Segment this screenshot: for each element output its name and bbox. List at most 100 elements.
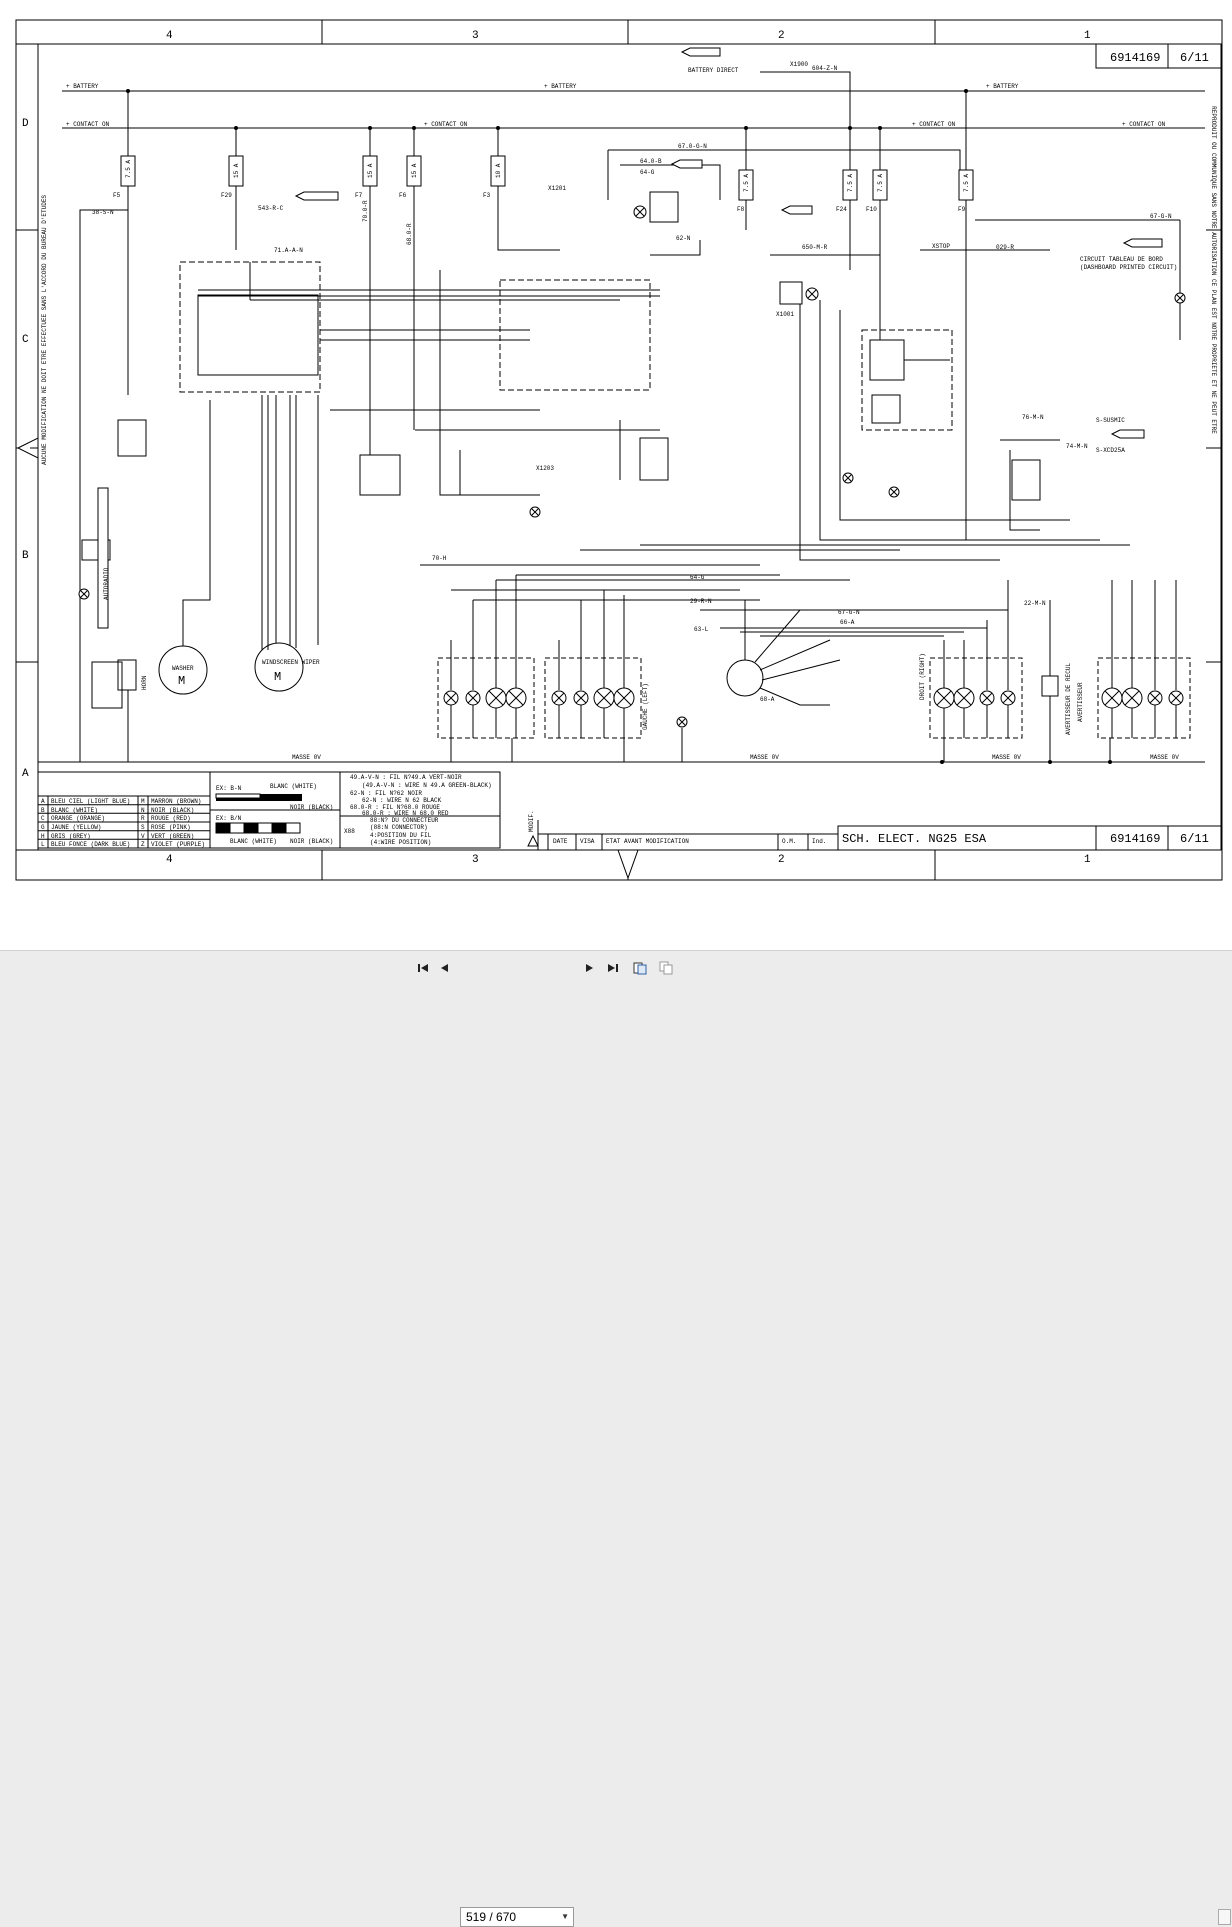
fuse-ref-f9: F9 — [958, 206, 966, 213]
col-label-3-bottom: 3 — [472, 854, 479, 866]
revision-modif: MODIF. — [528, 810, 535, 832]
next-page-icon — [586, 964, 593, 972]
legend-name-c: ORANGE (ORANGE) — [51, 815, 105, 822]
wire-label-10: 029-R — [996, 244, 1014, 251]
wire-label-6: 64.0-B — [640, 158, 662, 165]
contact-bus-label-2: + CONTACT ON — [424, 121, 468, 128]
col-label-2: 2 — [778, 30, 785, 42]
copy-icon — [659, 961, 673, 975]
col-label-2-bottom: 2 — [778, 854, 785, 866]
left-cluster-label: GAUCHE (LEFT) — [642, 683, 649, 730]
wire-label-15: 64-G — [690, 574, 705, 581]
legend-name-m: MARRON (BROWN) — [151, 798, 201, 805]
fuse-rating-f6: 15 A — [411, 163, 418, 178]
legend-name-z: VIOLET (PURPLE) — [151, 841, 205, 848]
legend-code-z: Z — [141, 841, 145, 848]
masse-label-1: MASSE 0V — [292, 754, 321, 761]
legend-example2-code: EX: B/N — [216, 815, 242, 822]
legend-name-l: BLEU FONCE (DARK BLUE) — [51, 841, 130, 848]
fuse-ref-f5: F5 — [113, 192, 121, 199]
legend-name-r: ROUGE (RED) — [151, 815, 191, 822]
connector-line-2: 4:POSITION DU FIL — [370, 832, 432, 839]
wire-label-18: 66-A — [840, 619, 855, 626]
battery-bus-label-1: + BATTERY — [66, 83, 99, 90]
side-label-0: CIRCUIT TABLEAU DE BORD — [1080, 256, 1163, 263]
legend-code-h: H — [41, 833, 45, 840]
legend-wire-line-5: 68.0-R : WIRE N 68.0 RED — [362, 810, 449, 817]
battery-direct-label: BATTERY DIRECT — [688, 67, 739, 74]
side-label-2: S-SUSMIC — [1096, 417, 1125, 424]
wire-label-17: 67-G-N — [838, 609, 860, 616]
fuse-rating-f24: 7.5 A — [847, 174, 854, 192]
legend-name-b: BLANC (WHITE) — [51, 807, 98, 814]
contact-bus-label-1: + CONTACT ON — [66, 121, 110, 128]
copy-button[interactable] — [657, 959, 675, 977]
wire-label-8: 62-N — [676, 235, 691, 242]
legend-example1-code: EX: B-N — [216, 785, 242, 792]
first-page-icon — [418, 964, 428, 972]
reverse-alarm-label: AVERTISSEUR DE RECUL — [1065, 663, 1072, 735]
legend-code-a: A — [41, 798, 45, 805]
fuse-ref-f8: F8 — [737, 206, 745, 213]
previous-page-icon — [441, 964, 448, 972]
page-selector[interactable]: ▼ — [460, 1907, 574, 1927]
legend-name-h: GRIS (GREY) — [51, 833, 91, 840]
contact-bus-label-4: + CONTACT ON — [1122, 121, 1166, 128]
revision-om: O.M. — [782, 838, 796, 845]
contact-bus-label-3: + CONTACT ON — [912, 121, 956, 128]
fuse-rating-f9: 7.5 A — [963, 174, 970, 192]
wire-label-12: 76-M-N — [1022, 414, 1044, 421]
wire-label-24: X1001 — [776, 311, 794, 318]
col-label-4: 4 — [166, 30, 173, 42]
row-label-a: A — [22, 768, 29, 780]
revision-visa: VISA — [580, 838, 595, 845]
wire-label-27: 604-Z-N — [812, 65, 838, 72]
masse-label-3: MASSE 0V — [992, 754, 1021, 761]
connector-line-3: (4:WIRE POSITION) — [370, 839, 431, 846]
sheet-number-bottom: 6/11 — [1180, 832, 1209, 846]
wire-label-14: 70-H — [432, 555, 447, 562]
legend-code-l: L — [41, 841, 45, 848]
wire-label-4: 68.0-R — [406, 223, 413, 245]
doc-number-bottom: 6914169 — [1110, 832, 1160, 846]
chevron-down-icon: ▼ — [561, 1912, 569, 1921]
fuse-rating-f7: 15 A — [367, 163, 374, 178]
last-page-button[interactable] — [604, 959, 622, 977]
previous-page-button[interactable] — [436, 959, 454, 977]
legend-example1-black: NOIR (BLACK) — [290, 804, 333, 811]
wiper-motor-symbol: M — [274, 670, 281, 684]
wire-label-19: 68-A — [760, 696, 775, 703]
autoradio-label: AUTORADIO — [103, 567, 110, 600]
fuse-ref-f10: F10 — [866, 206, 877, 213]
next-page-button[interactable] — [580, 959, 598, 977]
wire-label-23: X1203 — [536, 465, 554, 472]
legend-wire-line-4: 68.0-R : FIL N?68.0 ROUGE — [350, 804, 440, 811]
washer-motor-label: WASHER — [172, 665, 194, 672]
col-label-1: 1 — [1084, 30, 1091, 42]
legend-code-s: S — [141, 824, 145, 831]
wire-label-16: 29-R-N — [690, 598, 712, 605]
side-label-1: (DASHBOARD PRINTED CIRCUIT) — [1080, 264, 1177, 271]
fuse-ref-f29: F29 — [221, 192, 232, 199]
legend-example2-white: BLANC (WHITE) — [230, 838, 277, 845]
fuse-ref-f7: F7 — [355, 192, 363, 199]
wire-label-9: 650-M-R — [802, 244, 828, 251]
schematic-sheet: 4 3 2 1 4 3 2 1 D C B A AUCUNE MODIFICAT… — [0, 0, 1232, 955]
viewer-toolbar: ▼ — [0, 950, 1232, 1927]
wire-label-25: XSTOP — [932, 243, 950, 250]
legend-name-g: JAUNE (YELLOW) — [51, 824, 101, 831]
resize-grip[interactable] — [1218, 1909, 1231, 1925]
legend-wire-line-1: (49.A-V-N : WIRE N 49.A GREEN-BLACK) — [362, 782, 492, 789]
legend-wire-line-2: 62-N : FIL N?62 NOIR — [350, 790, 422, 797]
wire-label-1: 543-R-C — [258, 205, 284, 212]
legend-name-v: VERT (GREEN) — [151, 833, 194, 840]
rotate-button[interactable] — [631, 959, 649, 977]
row-label-c: C — [22, 334, 29, 346]
rotate-icon — [633, 962, 647, 975]
first-page-button[interactable] — [414, 959, 432, 977]
wire-label-3: 70.0-R — [362, 200, 369, 222]
col-label-1-bottom: 1 — [1084, 854, 1091, 866]
last-page-icon — [608, 964, 618, 972]
page-number-input[interactable] — [461, 1909, 558, 1925]
wiper-motor-label: WINDSCREEN WIPER — [262, 659, 320, 666]
